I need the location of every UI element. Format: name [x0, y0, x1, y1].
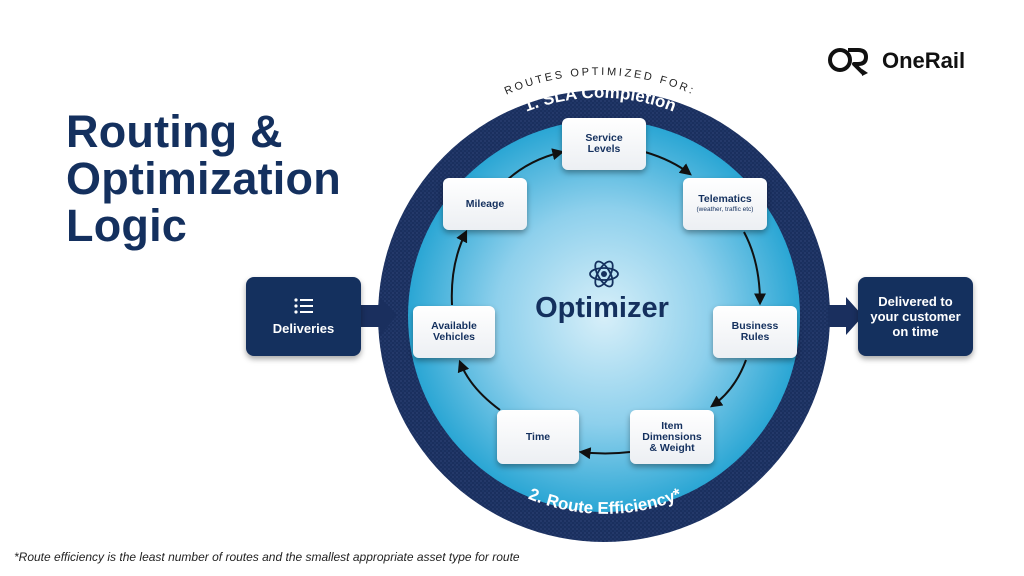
arrow-telematics-to-business: [743, 231, 766, 306]
node-business-rules-label: Business Rules: [731, 320, 779, 343]
title-line-3: Logic: [66, 200, 187, 251]
arrow-item-to-time: [578, 447, 631, 460]
atom-icon: [589, 260, 619, 288]
node-item-dimensions: Item Dimensions & Weight: [630, 410, 714, 464]
node-time: Time: [497, 410, 579, 464]
input-arrow: [361, 297, 397, 335]
node-item-dimensions-label: Item Dimensions & Weight: [642, 419, 702, 454]
node-service-levels-label: Service Levels: [585, 132, 623, 155]
title-line-2: Optimization: [66, 153, 341, 204]
arrow-service-to-telematics: [644, 151, 692, 176]
node-telematics-sub: (weather, traffic etc): [696, 206, 754, 213]
node-service-levels: Service Levels: [562, 118, 646, 170]
optimizer-label: Optimizer: [535, 292, 669, 324]
node-available-vehicles: Available Vehicles: [413, 306, 495, 358]
delivered-box: Delivered to your customer on time: [858, 277, 973, 356]
logo-text: OneRail: [882, 48, 966, 73]
arrow-vehicles-to-mileage: [450, 229, 468, 306]
list-icon: [293, 297, 313, 314]
title-line-1: Routing &: [66, 106, 283, 157]
arrow-time-to-vehicles: [457, 359, 501, 411]
node-business-rules: Business Rules: [713, 306, 797, 358]
delivered-label: Delivered to your customer on time: [870, 294, 961, 339]
node-mileage-label: Mileage: [465, 197, 505, 210]
node-telematics: Telematics (weather, traffic etc): [683, 178, 767, 230]
onerail-logo-icon: [828, 48, 868, 76]
output-arrow: [828, 297, 863, 335]
footnote: *Route efficiency is the least number of…: [14, 550, 520, 564]
arrow-business-to-item: [710, 359, 747, 408]
node-telematics-label: Telematics: [698, 193, 752, 205]
node-available-vehicles-label: Available Vehicles: [431, 320, 477, 343]
deliveries-label: Deliveries: [272, 320, 335, 336]
node-mileage: Mileage: [443, 178, 527, 230]
onerail-logo: OneRail: [828, 46, 965, 76]
node-time-label: Time: [525, 430, 551, 443]
page-title: Routing & Optimization Logic: [66, 108, 341, 249]
deliveries-box: Deliveries: [246, 277, 361, 356]
